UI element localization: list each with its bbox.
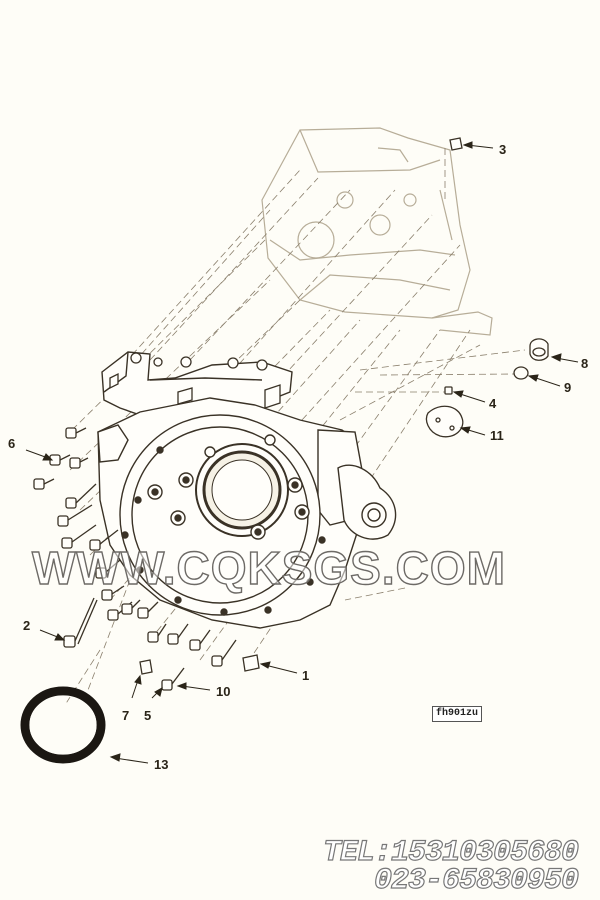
- leader-arrows: [25, 141, 579, 764]
- contact-tel: TEL:15310305680: [322, 835, 579, 870]
- flywheel-housing: [97, 351, 397, 629]
- figure-tag: fh901zu: [432, 706, 483, 722]
- callout-3: 3: [499, 142, 507, 157]
- rear-seal-ring: [20, 686, 106, 764]
- callout-9: 9: [564, 380, 572, 395]
- callout-2: 2: [23, 618, 31, 633]
- watermark: WWW.CQKSGS.COM: [31, 541, 506, 594]
- callout-10: 10: [216, 684, 231, 699]
- engine-block-outline: [261, 127, 493, 336]
- callout-7: 7: [122, 708, 130, 723]
- contact-phone: 023-65830950: [373, 863, 579, 898]
- bracket-hardware: [109, 352, 281, 409]
- callout-5: 5: [144, 708, 152, 723]
- small-parts: [425, 137, 549, 438]
- callout-1: 1: [302, 668, 310, 683]
- callout-4: 4: [489, 396, 497, 411]
- callout-6: 6: [8, 436, 16, 451]
- callout-8: 8: [581, 356, 589, 371]
- callout-13: 13: [154, 757, 169, 772]
- bolts: [33, 427, 260, 691]
- callout-11: 11: [490, 428, 504, 443]
- housing-bosses: [121, 434, 326, 616]
